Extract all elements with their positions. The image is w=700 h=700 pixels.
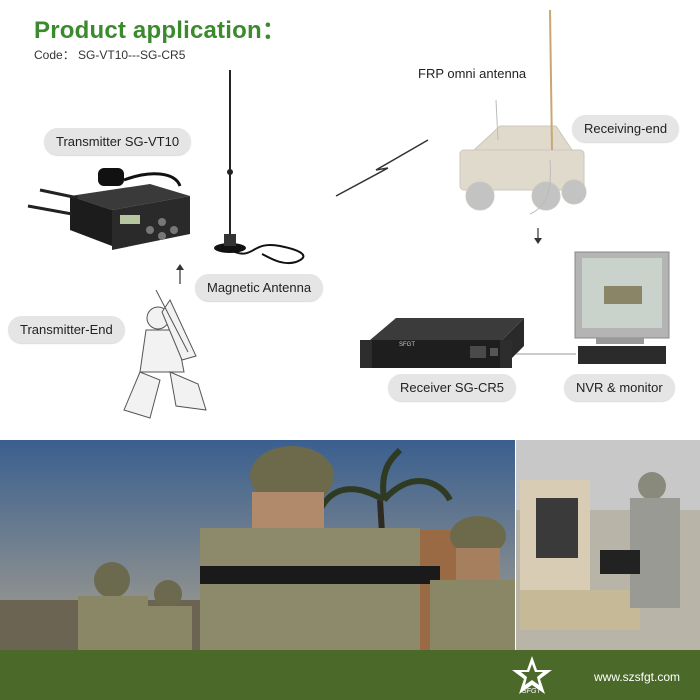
nvr-monitor-label: NVR & monitor — [564, 374, 675, 401]
receiving-end-label: Receiving-end — [572, 115, 680, 142]
application-diagram — [27, 9, 670, 419]
page-title: Product application： — [34, 17, 287, 44]
rack-badge: SFGT — [399, 342, 415, 348]
receiver-rack-illustration — [360, 318, 524, 368]
soldier-sketch-illustration — [123, 289, 207, 419]
soldiers-photo — [0, 440, 700, 650]
magnetic-antenna-label: Magnetic Antenna — [195, 274, 324, 301]
armored-vehicle-illustration — [459, 125, 587, 211]
magnetic-antenna-illustration — [214, 70, 305, 264]
frp-antenna-label: FRP omni antenna — [418, 66, 527, 81]
wireless-signal-icon — [335, 139, 429, 197]
transmitter-device-illustration — [27, 168, 190, 250]
star-logo-icon — [512, 656, 552, 694]
product-code: Code： SG-VT10---SG-CR5 — [34, 48, 186, 62]
nvr-monitor-illustration — [574, 251, 670, 364]
logo-text: SFGT — [522, 688, 541, 695]
transmitter-end-label: Transmitter-End — [8, 316, 125, 343]
footer-bar — [0, 650, 700, 700]
website-url[interactable]: www.szsfgt.com — [593, 670, 680, 684]
transmitter-label: Transmitter SG-VT10 — [44, 128, 192, 155]
receiver-label: Receiver SG-CR5 — [388, 374, 517, 401]
